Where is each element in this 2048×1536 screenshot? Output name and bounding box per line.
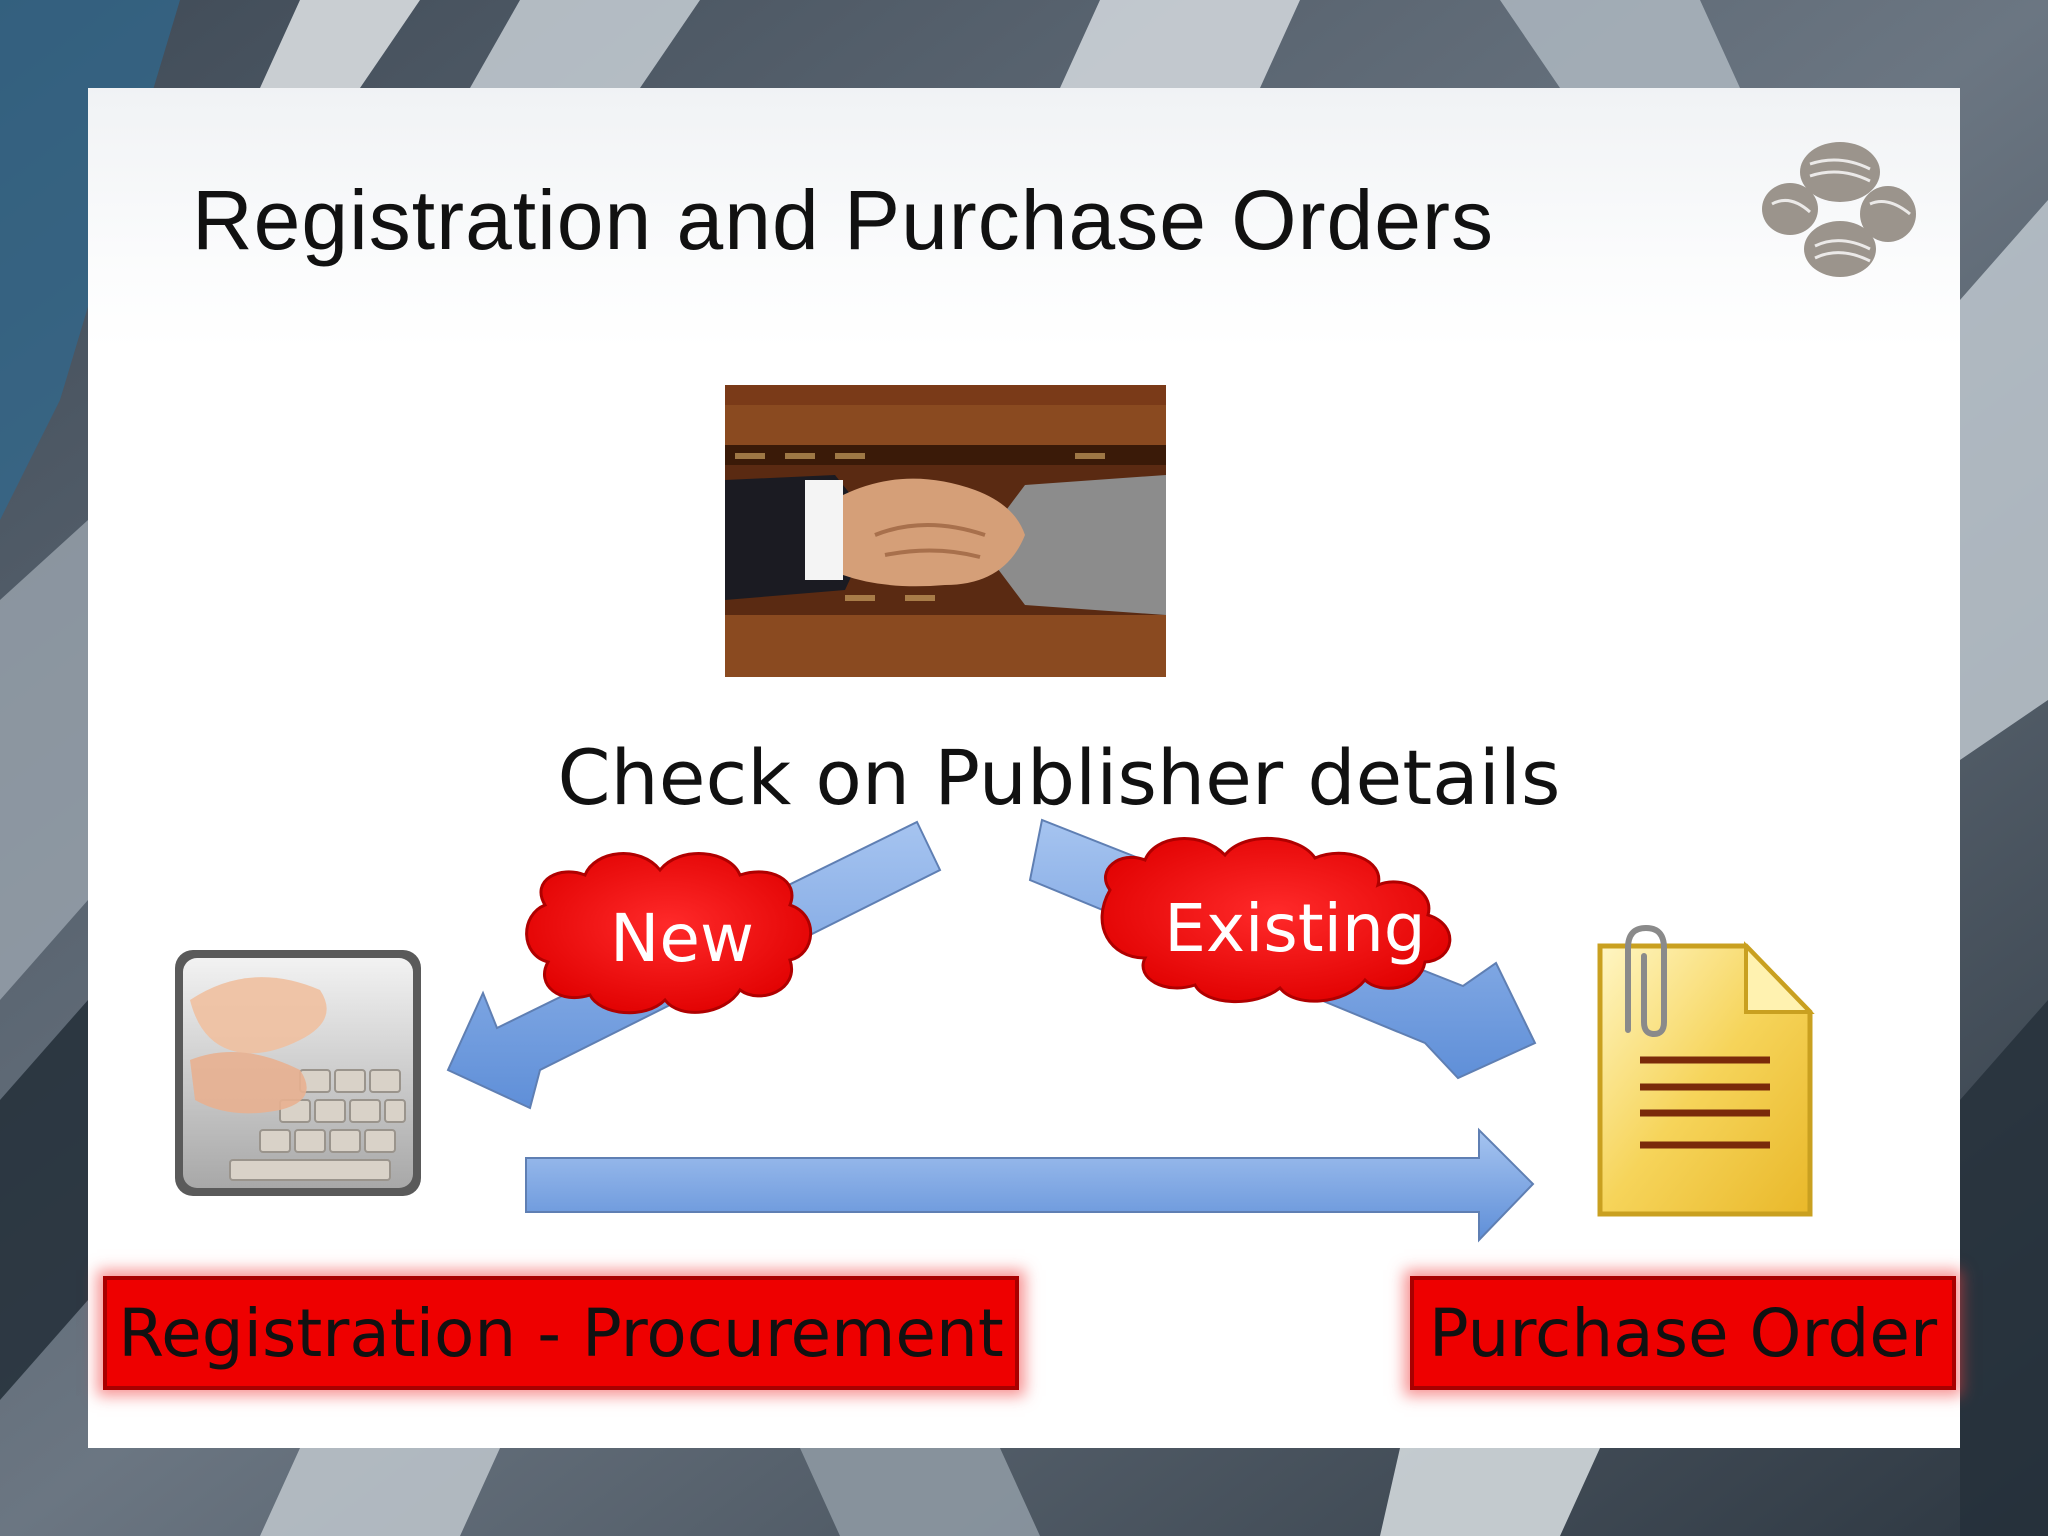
arrow-registration-to-purchase: [525, 1127, 1535, 1243]
purchase-order-box: Purchase Order: [1410, 1276, 1956, 1390]
registration-procurement-box: Registration - Procurement: [103, 1276, 1019, 1390]
branch-existing-label: Existing: [1164, 890, 1426, 967]
company-logo-icon: [1762, 142, 1916, 277]
branch-new-label: New: [610, 900, 754, 977]
slide-title: Registration and Purchase Orders: [192, 173, 1494, 267]
title-band: [88, 88, 1960, 350]
cloud-existing: [1100, 836, 1452, 1004]
publisher-check-label: Check on Publisher details: [557, 733, 1561, 822]
slide-canvas: Registration and Purchase Orders: [88, 88, 1960, 1448]
handshake-photo: [725, 385, 1166, 677]
typing-keyboard-icon: [175, 950, 421, 1196]
document-with-paperclip-icon: [1597, 924, 1815, 1217]
cloud-new: [525, 852, 813, 1015]
